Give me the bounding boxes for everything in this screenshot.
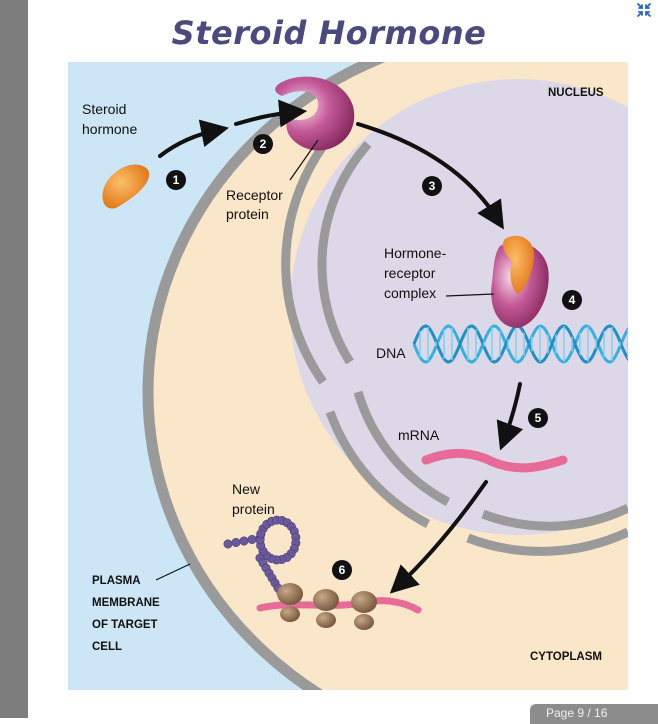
step-badge-6: 6 <box>332 560 352 580</box>
steroid-hormone-molecule <box>102 164 150 209</box>
svg-text:4: 4 <box>569 293 576 307</box>
new-protein-chain <box>223 515 301 598</box>
label-complex-2: receptor <box>384 265 436 281</box>
steroid-hormone-diagram: 1 2 3 4 5 6 Steroid hormone Receptor pro… <box>68 62 628 690</box>
label-receptor-protein-1: Receptor <box>226 187 283 203</box>
step-badge-4: 4 <box>562 290 582 310</box>
label-complex-1: Hormone- <box>384 245 447 261</box>
svg-text:1: 1 <box>173 173 180 187</box>
label-membrane-4: CELL <box>92 641 122 653</box>
label-complex-3: complex <box>384 285 436 301</box>
ribosomes <box>277 583 377 630</box>
svg-text:6: 6 <box>339 563 346 577</box>
label-membrane-3: OF TARGET <box>92 619 158 631</box>
leader-lines <box>155 139 495 581</box>
svg-text:5: 5 <box>535 411 542 425</box>
collapse-arrows-icon[interactable] <box>636 2 652 18</box>
label-nucleus: NUCLEUS <box>548 87 604 99</box>
slide-title: Steroid Hormone <box>171 14 487 52</box>
step-badge-2: 2 <box>253 134 273 154</box>
pathway-arrows <box>158 99 524 594</box>
label-receptor-protein-2: protein <box>226 206 269 222</box>
label-cytoplasm: CYTOPLASM <box>530 651 602 663</box>
step-badge-5: 5 <box>528 408 548 428</box>
nuclear-envelope <box>281 118 628 556</box>
page-indicator[interactable]: Page 9 / 16 <box>530 704 658 724</box>
label-dna: DNA <box>376 345 406 361</box>
label-steroid-hormone-2: hormone <box>82 121 137 137</box>
diagram-svg: 1 2 3 4 5 6 Steroid hormone Receptor pro… <box>68 62 628 690</box>
label-steroid-hormone-1: Steroid <box>82 101 126 117</box>
left-sidebar-bar <box>0 0 28 718</box>
svg-text:3: 3 <box>429 179 436 193</box>
step-badge-1: 1 <box>166 170 186 190</box>
label-membrane-1: PLASMA <box>92 575 141 587</box>
label-new-protein-1: New <box>232 481 261 497</box>
step-badge-3: 3 <box>422 176 442 196</box>
label-mrna: mRNA <box>398 427 440 443</box>
mrna-strand <box>421 448 568 473</box>
label-new-protein-2: protein <box>232 501 275 517</box>
dna-helix <box>412 324 628 364</box>
label-membrane-2: MEMBRANE <box>92 597 160 609</box>
svg-text:2: 2 <box>260 137 267 151</box>
receptor-protein <box>275 76 355 151</box>
bound-hormone <box>502 235 535 294</box>
